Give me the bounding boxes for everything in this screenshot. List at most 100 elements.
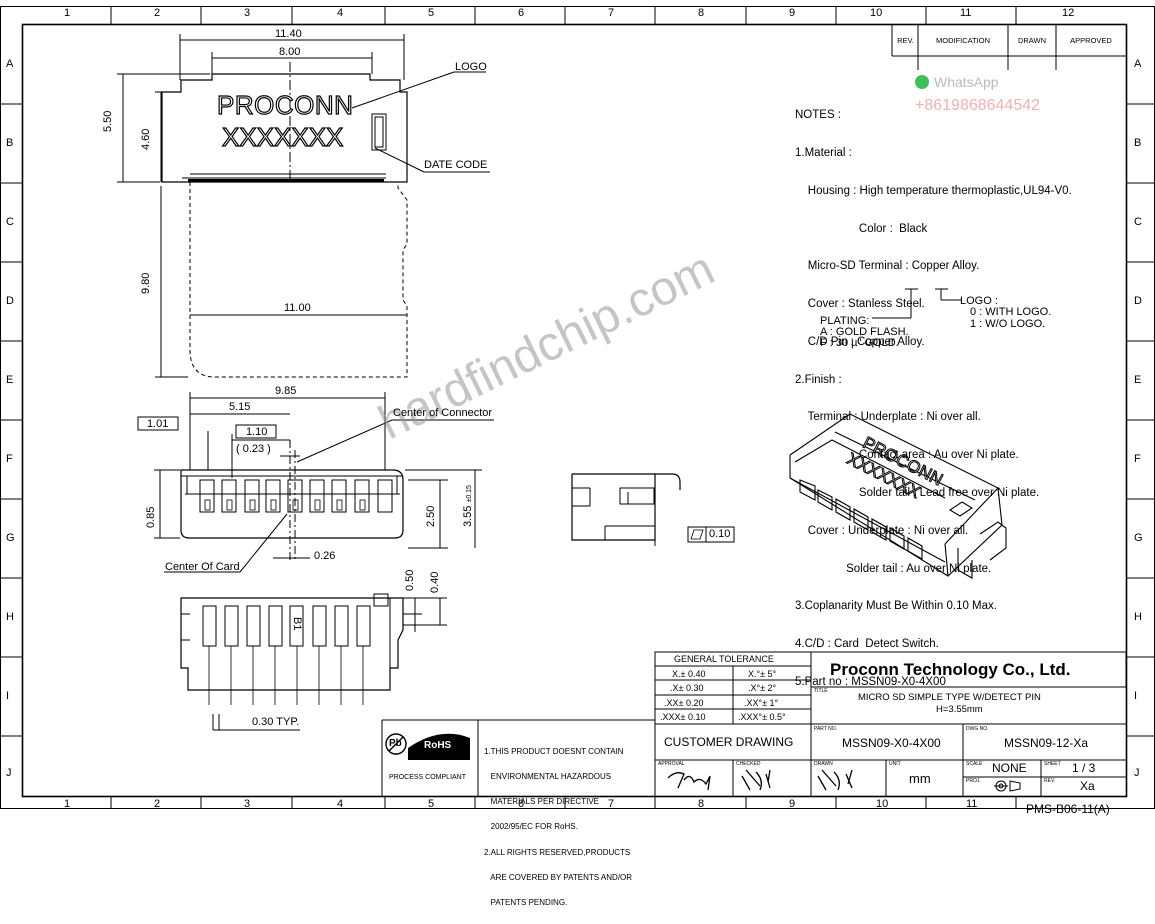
whatsapp-watermark: WhatsApp (915, 75, 999, 89)
dim-pitch: 0.30 TYP. (252, 716, 300, 728)
notes-line: Color : Black (795, 222, 928, 235)
col-label: 5 (428, 798, 435, 810)
plating-f: F : 30 µ" GOLD. (820, 337, 899, 349)
front-view (137, 392, 494, 573)
rohs-line: ENVIRONMENTAL HAZARDOUS (484, 772, 612, 782)
rev-label: REV. (1044, 778, 1056, 784)
col-label: 7 (608, 798, 615, 810)
row-label: I (6, 690, 10, 702)
notes-line: Cover : Underplate : Ni over all. (795, 524, 969, 537)
rohs-caption: PROCESS COMPLIANT (389, 774, 467, 781)
col-label: 1 (64, 7, 71, 19)
part-no: MSSN09-X0-4X00 (842, 736, 941, 750)
row-label: F (1134, 453, 1141, 465)
dim-085: 0.85 (145, 506, 157, 528)
col-label: 10 (876, 798, 889, 810)
dwg-no-label: DWG NO. (966, 726, 989, 732)
col-label: 9 (789, 7, 796, 19)
dim-355: 3.55 ±0.15 (462, 485, 474, 527)
notes-line: Solder tail : Lead free over Ni plate. (795, 487, 1040, 499)
drawn-header: DRAWN (1017, 36, 1047, 45)
notes-heading: NOTES : (795, 109, 842, 122)
col-label: 5 (428, 7, 435, 19)
proj-label: PROJ. (966, 778, 981, 784)
side-view (571, 473, 735, 546)
projection-symbol-icon (994, 780, 1021, 792)
callout-center-card: Center Of Card (165, 561, 240, 573)
row-label: A (6, 58, 14, 70)
logo-option-title: LOGO : (960, 295, 998, 307)
customer-drawing: CUSTOMER DRAWING (664, 735, 794, 749)
tolerance-cell: .XXX± 0.10 (660, 712, 706, 722)
col-label: 10 (870, 7, 883, 19)
checked-label: CHECKED (736, 761, 761, 767)
unit: mm (909, 771, 931, 786)
dim-985: 9.85 (275, 385, 297, 397)
title-line-1: MICRO SD SIMPLE TYPE W/DETECT PIN (858, 692, 1041, 703)
col-label: 3 (244, 7, 251, 19)
title-label: TITLE (814, 688, 828, 694)
dim-250: 2.50 (425, 505, 437, 527)
notes-line: Terminal : Underplate : Ni over all. (795, 411, 981, 424)
top-date-code-text: XXXXXXX (221, 122, 344, 152)
approval-label: APPROVAL (658, 761, 685, 767)
tolerance-table-frame (654, 651, 812, 725)
rohs-line: 2002/95/EC FOR RoHS. (484, 822, 578, 832)
callout-logo: LOGO (455, 61, 487, 73)
col-label: 8 (698, 7, 705, 19)
notes-text: NOTES : 1.Material : Housing : High temp… (795, 84, 1072, 714)
row-label: G (1134, 532, 1143, 544)
col-label: 11 (960, 7, 972, 19)
bottom-view (180, 593, 447, 731)
notes-line: Contact area : Au over Ni plate. (795, 449, 1019, 462)
signatures (667, 769, 853, 791)
col-label: 4 (337, 798, 344, 810)
col-label: 6 (518, 7, 525, 19)
unit-label: UNIT (889, 761, 901, 767)
callout-date-code: DATE CODE (424, 159, 488, 171)
revision-block-frame (891, 25, 1126, 70)
notes-line: 5.Part no : MSSN09-X0-4X00 (795, 675, 946, 688)
dim-040: 0.40 (429, 571, 441, 593)
part-no-leaders (872, 288, 962, 319)
notes-line: 1.Material : (795, 146, 852, 159)
row-label: C (1134, 216, 1142, 228)
rohs-label: RoHS (424, 740, 452, 751)
notes-line: 2.Finish : (795, 373, 842, 386)
rohs-statement: 1.THIS PRODUCT DOESNT CONTAIN ENVIRONMEN… (484, 731, 632, 924)
col-label: 11 (966, 798, 978, 810)
col-label: 9 (789, 798, 796, 810)
pin-b1-label: B1 (291, 617, 303, 631)
logo-option-1: 1 : W/O LOGO. (970, 318, 1046, 330)
plating-title: PLATING: (820, 315, 870, 327)
dim-355-tolerance: ±0.15 (466, 485, 473, 503)
dim-height-inner: 4.60 (140, 128, 152, 150)
logo-option-0: 0 : WITH LOGO. (970, 306, 1052, 318)
dim-050: 0.50 (404, 569, 416, 591)
row-label: I (1134, 690, 1138, 702)
sheet-border-inner (21, 23, 1128, 798)
form-code: PMS-B06-11(A) (1026, 802, 1110, 816)
rev: Xa (1080, 779, 1095, 793)
phone-watermark: +8619868644542 (915, 97, 1041, 114)
title-block-frame (381, 651, 1127, 797)
col-label: 2 (154, 798, 161, 810)
dim-height-total: 5.50 (102, 110, 114, 132)
row-label: E (1134, 374, 1142, 386)
row-label: J (6, 767, 12, 779)
whatsapp-icon (915, 75, 929, 89)
rohs-line: ARE COVERED BY PATENTS AND/OR (484, 872, 633, 882)
tolerance-cell: .XXX°± 0.5° (738, 712, 786, 722)
notes-line: Micro-SD Terminal : Copper Alloy. (795, 260, 980, 273)
rohs-line: MATERIALS PER DIRECTIVE (484, 797, 599, 807)
dim-card-width: 11.00 (284, 302, 311, 314)
rohs-line: 1.THIS PRODUCT DOESNT CONTAIN (484, 746, 624, 756)
top-view-date-code-bar (188, 179, 384, 182)
col-label: 8 (698, 798, 705, 810)
dim-026: 0.26 (314, 550, 336, 562)
notes-line: Solder tail : Au over Ni plate. (795, 562, 992, 575)
tolerance-cell: .X± 0.30 (670, 683, 704, 693)
rev-header: REV. (897, 36, 914, 45)
rohs-line: PATENTS PENDING. (484, 898, 568, 908)
tolerance-cell: X.°± 5° (748, 669, 777, 679)
